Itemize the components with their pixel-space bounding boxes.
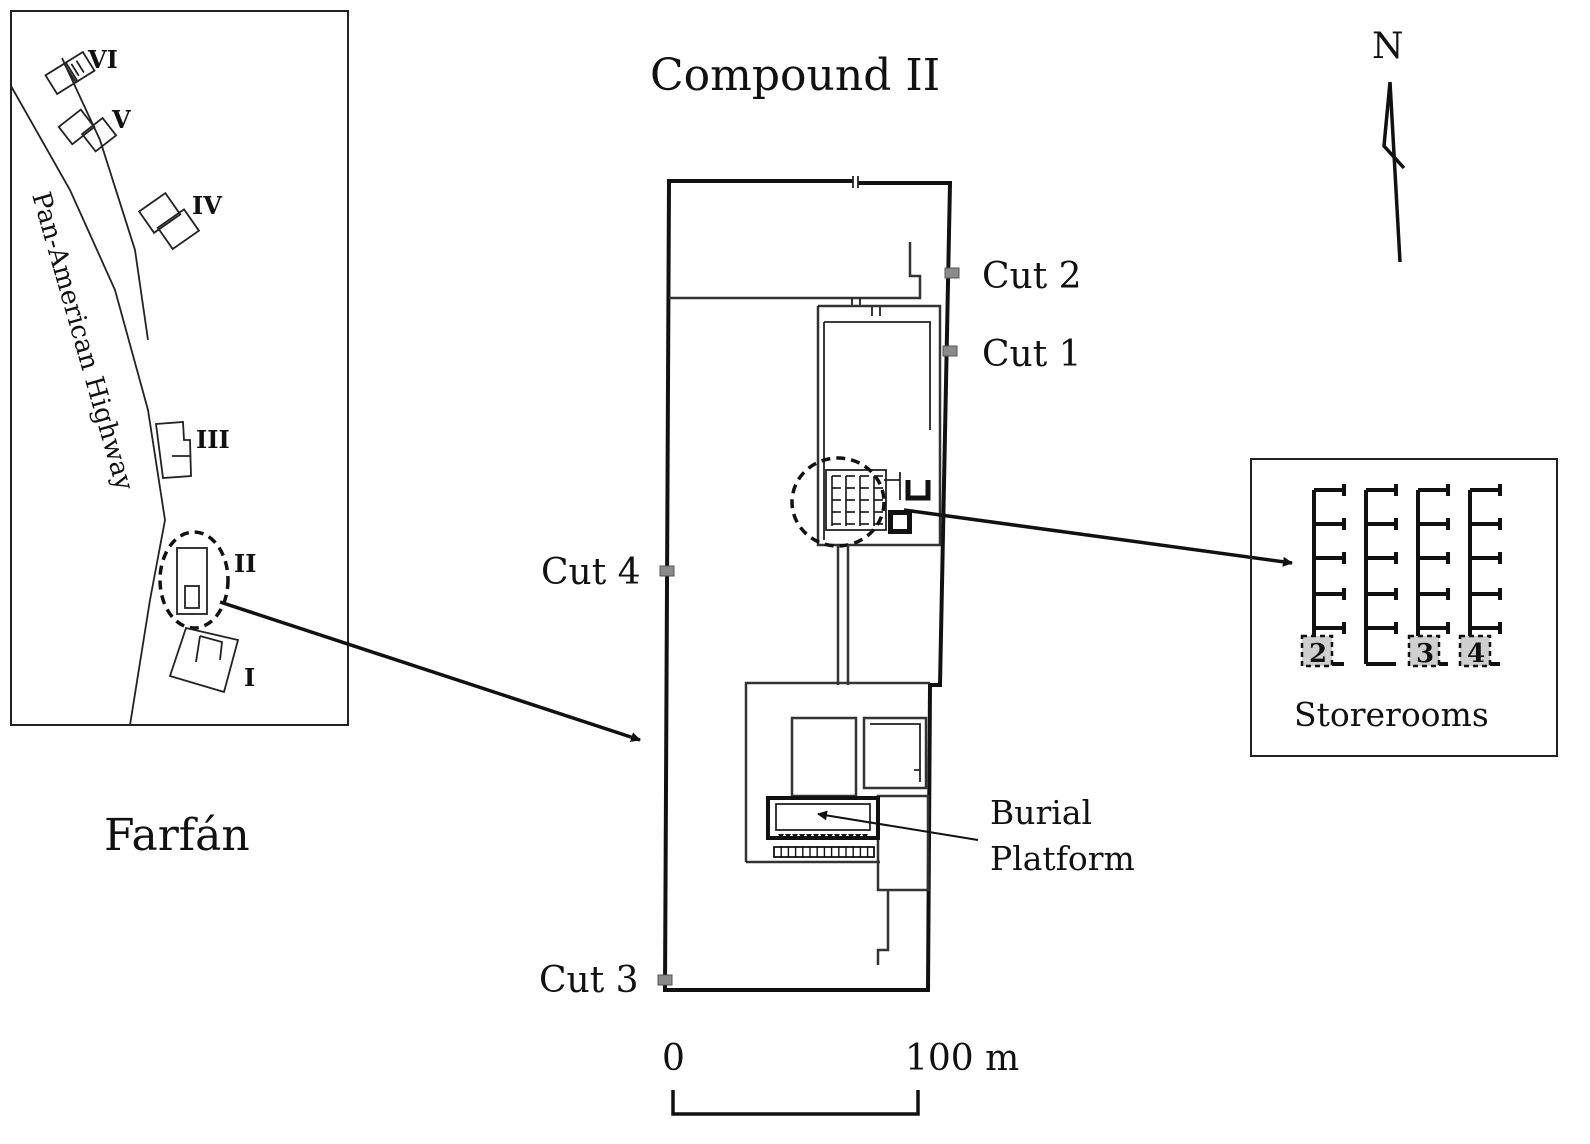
- north-arrow: N: [1372, 26, 1406, 263]
- platform-step-mark: [799, 834, 805, 839]
- cut-1-label: Cut 1: [982, 334, 1082, 375]
- cut-1-marker: [942, 345, 958, 357]
- scale-start-label: 0: [662, 1038, 685, 1079]
- compound-label-vi: VI: [87, 45, 118, 74]
- compound-ii-highlight: [158, 530, 230, 630]
- locator-arrow: [219, 600, 641, 742]
- cut-2-marker: [944, 267, 960, 279]
- cut-3-label: Cut 3: [539, 960, 639, 1001]
- room-number-3: 3: [1416, 639, 1434, 669]
- platform-step-mark: [855, 834, 861, 839]
- compound-iv-outline: [137, 191, 201, 251]
- compound-iii-outline: [154, 421, 192, 479]
- platform-step-mark: [848, 834, 854, 839]
- site-overview-map: Pan-American Highway VI V IV III: [10, 10, 349, 861]
- cut-2-label: Cut 2: [982, 256, 1082, 297]
- burial-label-line2: Platform: [990, 839, 1135, 878]
- inset-title: Storerooms: [1294, 695, 1489, 734]
- platform-step-mark: [841, 834, 847, 839]
- compound-ii-outline: [176, 547, 208, 615]
- site-name: Farfán: [104, 810, 250, 861]
- compound-i-outline: [168, 626, 240, 694]
- room-number-4: 4: [1467, 639, 1485, 669]
- compound-ii-plan: [657, 176, 960, 992]
- inset-frame: [1250, 458, 1558, 757]
- compound-label-i: I: [244, 663, 255, 692]
- cut-4-marker: [659, 565, 675, 577]
- scale-bar-line: [671, 1090, 920, 1116]
- platform-step-mark: [813, 834, 819, 839]
- storerooms-inset: 2 3 4 Storerooms: [1250, 458, 1558, 757]
- north-cross-wall: [669, 242, 922, 300]
- platform-step-mark: [827, 834, 833, 839]
- platform-step-mark: [820, 834, 826, 839]
- storeroom-arrow: [903, 508, 1293, 567]
- corridor: [836, 545, 850, 685]
- inner-court-wall: [816, 304, 942, 547]
- cut-4-label: Cut 4: [541, 552, 641, 593]
- platform-step-mark: [792, 834, 798, 839]
- platform-step-mark: [785, 834, 791, 839]
- site-map-frame: [10, 10, 349, 726]
- north-arrow-icon: [1382, 81, 1406, 263]
- scale-end-label: 100 m: [905, 1038, 1019, 1079]
- plan-title: Compound II: [650, 50, 940, 101]
- platform-step-mark: [862, 834, 868, 839]
- highway-label: Pan-American Highway: [25, 189, 139, 494]
- compound-v-outline: [57, 108, 118, 153]
- scale-bar: 0 100 m: [662, 1038, 1019, 1116]
- cut-3-marker: [657, 974, 673, 986]
- burial-label-line1: Burial: [990, 793, 1092, 832]
- burial-callout-line: [817, 810, 979, 841]
- room-4-highlight: [1458, 634, 1492, 668]
- enclosure-wall: [662, 179, 953, 992]
- storeroom-highlight: [790, 456, 886, 548]
- burial-platform: [766, 796, 880, 858]
- highway-edge-east: [61, 57, 149, 341]
- south-sector-wall: [744, 681, 930, 862]
- compound-label-iv: IV: [192, 191, 222, 220]
- compound-label-ii: II: [234, 549, 256, 578]
- room-number-2: 2: [1309, 639, 1327, 669]
- compound-label-v: V: [111, 105, 131, 134]
- platform-step-mark: [806, 834, 812, 839]
- room-3-highlight: [1407, 634, 1441, 668]
- room-2-highlight: [1300, 634, 1334, 668]
- platform-step-mark: [834, 834, 840, 839]
- highway-edge-west: [10, 85, 166, 726]
- compound-label-iii: III: [196, 425, 230, 454]
- north-label: N: [1372, 26, 1404, 67]
- compound-vi-outline: [44, 50, 96, 96]
- storeroom-block: [825, 469, 931, 534]
- platform-step-mark: [778, 834, 784, 839]
